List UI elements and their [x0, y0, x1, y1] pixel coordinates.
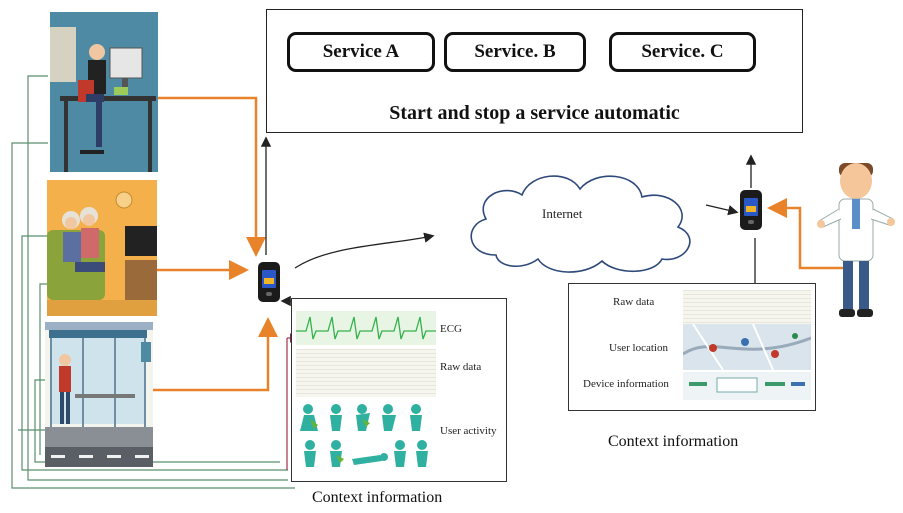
ecg-label: ECG	[440, 323, 462, 335]
smartphone-icon	[258, 262, 280, 302]
office-worker-scene	[50, 12, 158, 172]
elderly-couple-illustration	[47, 180, 157, 316]
office-worker-illustration	[50, 12, 158, 172]
raw-data-field-right	[683, 290, 811, 326]
remote-smartphone-icon	[740, 190, 762, 230]
raw-data-label-right: Raw data	[613, 296, 655, 308]
context-panel-right: Raw data User location Device informatio…	[568, 283, 816, 411]
raw-data-label: Raw data	[440, 361, 482, 373]
green-line-4	[39, 283, 48, 455]
arrow-internet-to-phone	[705, 204, 739, 216]
green-line-2	[21, 235, 288, 471]
green-line-1	[27, 75, 288, 481]
context-caption-left: Context information	[312, 489, 443, 506]
arrow-phone-to-internet	[294, 232, 435, 269]
device-information-label: Device information	[583, 378, 669, 390]
user-activity-label: User activity	[440, 425, 497, 437]
user-activity-figures	[300, 404, 428, 467]
green-line-3	[34, 379, 280, 463]
service-c-button[interactable]: Service. C	[609, 32, 756, 72]
ecg-signal	[296, 311, 436, 345]
elderly-couple-scene	[47, 180, 157, 316]
ecg-waveform	[296, 316, 436, 340]
service-a-button[interactable]: Service A	[287, 32, 435, 72]
context-panel-left: ECG Raw data User activity	[291, 298, 507, 482]
device-information-bars	[683, 372, 811, 400]
bus-stop-illustration	[45, 322, 153, 467]
internet-label: Internet	[542, 206, 583, 221]
user-location-label: User location	[609, 342, 668, 354]
doctor-icon	[817, 163, 895, 317]
service-b-button[interactable]: Service. B	[444, 32, 586, 72]
services-title: Start and stop a service automatic	[389, 102, 680, 124]
bus-stop-scene	[45, 322, 153, 467]
orange-arrow-doctor	[767, 198, 853, 270]
cloud-icon	[470, 175, 691, 273]
services-box: Service A Service. B Service. C Start an…	[266, 9, 803, 133]
user-location-map	[683, 324, 811, 370]
context-caption-right: Context information	[608, 433, 739, 450]
green-line-outer	[11, 142, 295, 489]
raw-data-field	[296, 349, 436, 397]
